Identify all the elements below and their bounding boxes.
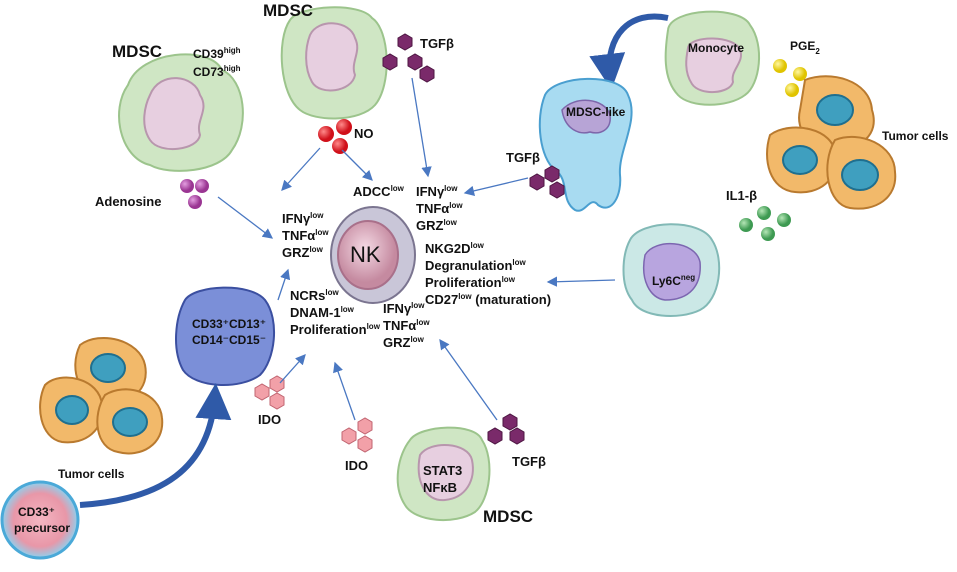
tgfb-top-label: TGFβ <box>420 36 454 51</box>
svg-text:GRZlow: GRZlow <box>416 218 458 233</box>
effects-right-block: NKG2Dlow Degranulationlow Proliferationl… <box>425 241 551 307</box>
cd33-precursor-cell <box>0 480 80 560</box>
cd39-label: CD39high <box>193 46 241 61</box>
svg-text:Degranulationlow: Degranulationlow <box>425 258 527 273</box>
il1b-label: IL1-β <box>726 188 757 203</box>
svg-text:Proliferationlow: Proliferationlow <box>425 275 516 290</box>
cd33-precursor-line2: precursor <box>14 521 70 535</box>
mdsc-bottom-cell <box>396 426 491 522</box>
svg-text:TNFαlow: TNFαlow <box>416 201 463 216</box>
cd33-precursor-line1: CD33⁺ <box>18 505 55 519</box>
mdsc-top-center-cell <box>280 6 388 120</box>
inhibition-arrows <box>217 77 616 421</box>
svg-text:NCRslow: NCRslow <box>290 288 340 303</box>
mdsc-top-center-label: MDSC <box>263 1 313 20</box>
monocyte-to-mdsc-like-arrow <box>589 13 669 90</box>
ido-bottom-hexagons <box>341 417 373 453</box>
cd-markers-line2: CD14⁻CD15⁻ <box>192 333 266 347</box>
tgfb-mid-hexagons <box>529 165 565 199</box>
tgfb-top-hexagons <box>382 33 435 83</box>
svg-text:DNAM-1low: DNAM-1low <box>290 305 355 320</box>
pge2-label: PGE2 <box>790 39 820 56</box>
ly6c-cell <box>622 223 721 317</box>
svg-text:TNFαlow: TNFαlow <box>383 318 430 333</box>
adcc-label: ADCClow <box>353 184 405 199</box>
cd73-label: CD73high <box>193 64 241 79</box>
svg-text:IFNγlow: IFNγlow <box>282 211 324 226</box>
adenosine-label: Adenosine <box>95 194 161 209</box>
ido-left-hexagons <box>254 375 285 410</box>
monocyte-cell <box>664 10 761 106</box>
nk-label: NK <box>350 242 381 267</box>
svg-text:Proliferationlow: Proliferationlow <box>290 322 381 337</box>
effects-lower-right-block: IFNγlow TNFαlow GRZlow <box>383 301 430 350</box>
tumor-cells-right <box>766 75 897 210</box>
mdsc-bottom-label: MDSC <box>483 507 533 526</box>
precursor-to-cd33-arrow <box>79 383 232 508</box>
nfkb-label: NFκB <box>423 480 457 495</box>
svg-text:IFNγlow: IFNγlow <box>416 184 458 199</box>
tumor-cells-left <box>39 336 164 455</box>
tumor-cells-right-label: Tumor cells <box>882 129 949 143</box>
il1b-molecules <box>739 206 791 241</box>
mdsc-like-label: MDSC-like <box>566 105 626 119</box>
effects-top-right-block: IFNγlow TNFαlow GRZlow <box>416 184 463 233</box>
pge2-molecules <box>773 59 807 97</box>
svg-text:TNFαlow: TNFαlow <box>282 228 329 243</box>
no-label: NO <box>354 126 374 141</box>
no-molecules <box>318 119 352 154</box>
svg-text:IFNγlow: IFNγlow <box>383 301 425 316</box>
svg-text:GRZlow: GRZlow <box>383 335 425 350</box>
mdsc-top-left-label: MDSC <box>112 42 162 61</box>
ly6c-label: Ly6Cneg <box>652 273 695 288</box>
stat3-label: STAT3 <box>423 463 462 478</box>
tgfb-bottom-label: TGFβ <box>512 454 546 469</box>
svg-text:GRZlow: GRZlow <box>282 245 324 260</box>
tumor-cells-left-label: Tumor cells <box>58 467 125 481</box>
adenosine-molecules <box>180 179 209 209</box>
ido-bottom-label: IDO <box>345 458 368 473</box>
effects-left-block: IFNγlow TNFαlow GRZlow <box>282 211 329 260</box>
nk-cell <box>330 206 416 304</box>
mdsc-top-left-cell <box>118 53 244 172</box>
cd-markers-line1: CD33⁺CD13⁺ <box>192 317 266 331</box>
svg-text:CD27low (maturation): CD27low (maturation) <box>425 292 551 307</box>
monocyte-label: Monocyte <box>688 41 744 55</box>
cd33-cd13-cell <box>175 286 276 386</box>
svg-text:NKG2Dlow: NKG2Dlow <box>425 241 485 256</box>
ido-left-label: IDO <box>258 412 281 427</box>
tgfb-bottom-hexagons <box>487 413 525 445</box>
tgfb-mid-label: TGFβ <box>506 150 540 165</box>
effects-lower-left-block: NCRslow DNAM-1low Proliferationlow <box>290 288 381 337</box>
